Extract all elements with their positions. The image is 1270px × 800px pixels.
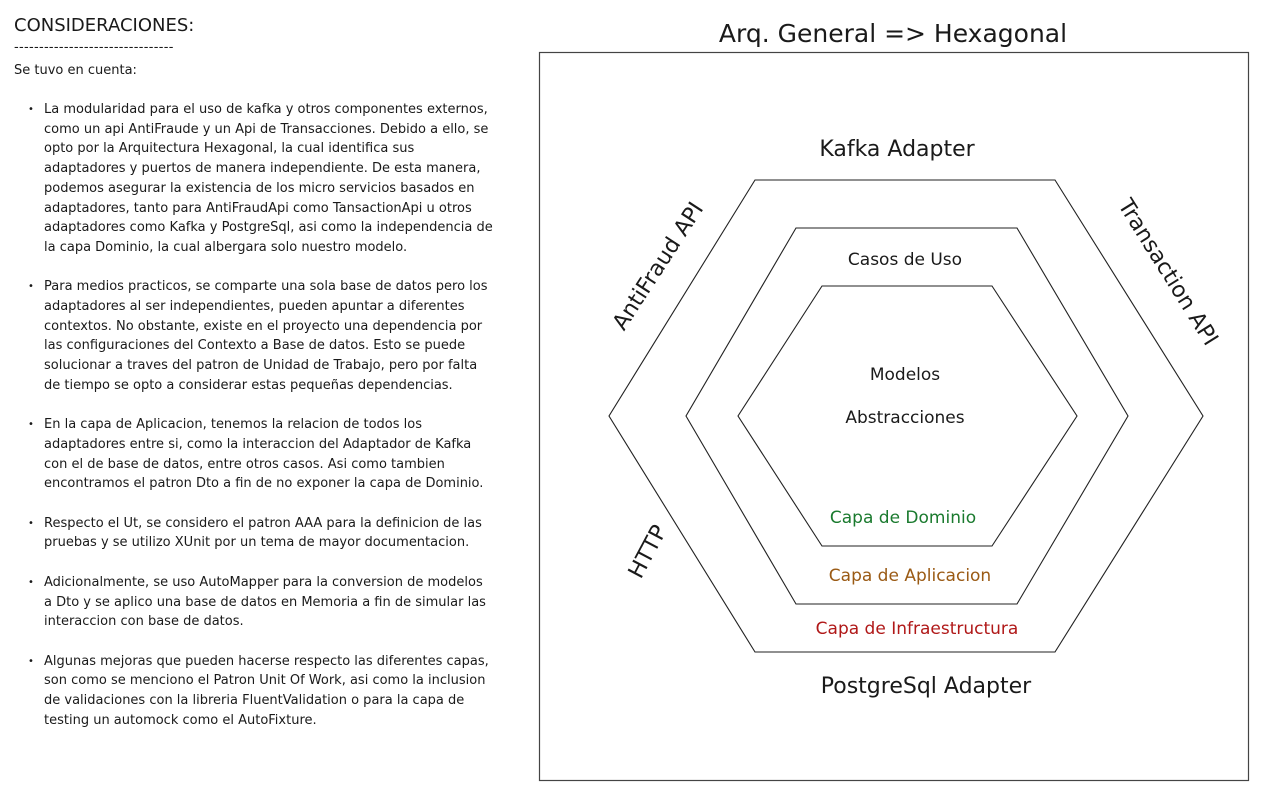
list-item: Algunas mejoras que pueden hacerse respe… — [14, 652, 494, 731]
list-item: En la capa de Aplicacion, tenemos la rel… — [14, 415, 494, 494]
list-item: Respecto el Ut, se considero el patron A… — [14, 514, 494, 553]
inner-hexagon-dominio — [737, 285, 1078, 547]
transaction-api-label: Transaction API — [1112, 194, 1223, 350]
abstracciones-label: Abstracciones — [845, 408, 964, 428]
capa-dominio-label: Capa de Dominio — [830, 508, 976, 528]
list-item: La modularidad para el uso de kafka y ot… — [14, 100, 494, 258]
casos-de-uso-label: Casos de Uso — [848, 250, 962, 270]
capa-aplicacion-label: Capa de Aplicacion — [829, 566, 991, 586]
heading-divider: -------------------------------- — [14, 40, 174, 55]
considerations-panel: CONSIDERACIONES: -----------------------… — [14, 14, 494, 750]
middle-hexagon-aplicacion — [685, 227, 1129, 605]
kafka-adapter-label: Kafka Adapter — [819, 137, 975, 162]
list-item: Para medios practicos, se comparte una s… — [14, 277, 494, 395]
modelos-label: Modelos — [870, 365, 940, 385]
diagram-frame — [538, 51, 1250, 782]
http-label: HTTP — [624, 521, 673, 582]
postgres-adapter-label: PostgreSql Adapter — [821, 674, 1032, 699]
considerations-heading: CONSIDERACIONES: — [14, 15, 195, 36]
considerations-list: La modularidad para el uso de kafka y ot… — [14, 100, 494, 730]
diagram-title: Arq. General => Hexagonal — [719, 19, 1067, 48]
capa-infraestructura-label: Capa de Infraestructura — [816, 619, 1019, 639]
intro-text: Se tuvo en cuenta: — [14, 63, 137, 78]
list-item: Adicionalmente, se uso AutoMapper para l… — [14, 573, 494, 632]
outer-hexagon-infraestructura — [608, 179, 1204, 653]
antifraud-api-label: AntiFraud API — [608, 198, 709, 335]
